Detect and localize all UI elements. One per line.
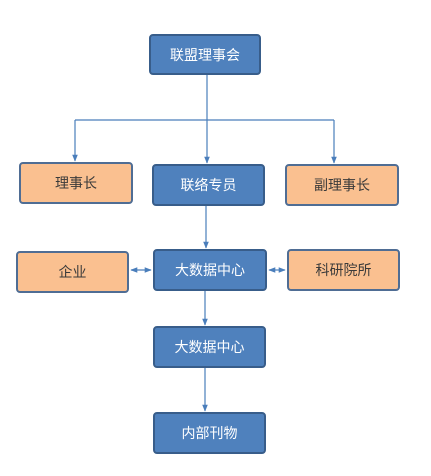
node-alliance-council: 联盟理事会 bbox=[149, 34, 261, 75]
node-label: 理事长 bbox=[55, 176, 97, 192]
node-big-data-center-primary: 大数据中心 bbox=[153, 249, 267, 291]
node-label: 联盟理事会 bbox=[170, 47, 240, 64]
node-label: 企业 bbox=[58, 265, 87, 281]
node-big-data-center-secondary: 大数据中心 bbox=[153, 326, 266, 368]
node-chairman: 理事长 bbox=[19, 162, 133, 204]
node-label: 科研院所 bbox=[315, 263, 372, 279]
node-internal-publication: 内部刊物 bbox=[153, 412, 266, 454]
node-vice-chairman: 副理事长 bbox=[285, 164, 399, 206]
node-label: 副理事长 bbox=[314, 178, 370, 194]
node-label: 大数据中心 bbox=[175, 263, 245, 279]
node-liaison-officer: 联络专员 bbox=[152, 164, 265, 206]
node-label: 内部刊物 bbox=[181, 426, 238, 442]
node-research-institute: 科研院所 bbox=[287, 249, 400, 291]
node-enterprise: 企业 bbox=[16, 251, 129, 293]
node-label: 联络专员 bbox=[180, 178, 237, 194]
node-label: 大数据中心 bbox=[174, 340, 245, 356]
